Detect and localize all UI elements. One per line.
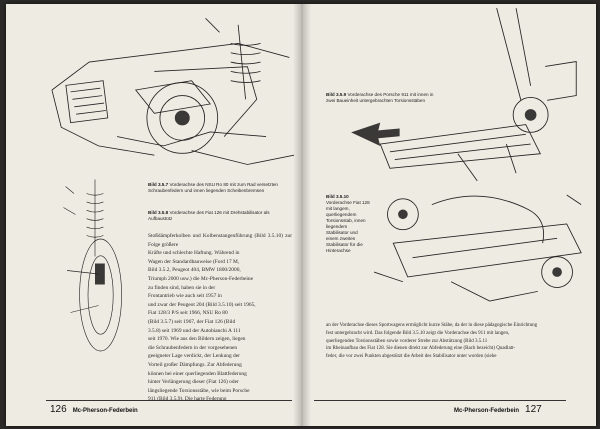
text-line: Fiat 128/3 P/S seit 1966, NSU Ro 80 [148, 310, 228, 317]
text-line: 3.5.8) seit 1969 und der Autobianchi A 1… [148, 327, 241, 334]
figure-caption-3-5-9: Bild 3.5.9 Vorderachse des Porsche 911 m… [326, 92, 436, 104]
caption-label: Bild 3.5.7 [148, 182, 169, 187]
nsu-ro80-front-axle-illustration [51, 18, 294, 165]
figure-caption-3-5-7: Bild 3.5.7 Vorderachse des NSU Ro 80 mit… [148, 182, 288, 194]
right-folio: Mc-Pherson-Federbein 127 [454, 404, 542, 415]
caption-text: Vorderachse des NSU Ro 80 mit zum Rad ve… [148, 182, 278, 193]
left-folio: 126 Mc-Pherson-Federbein [50, 404, 138, 415]
book-gutter [293, 4, 311, 426]
running-title: Mc-Pherson-Federbein [454, 408, 520, 414]
text-line: Bild 3.5.2, Peugeot 404, BMW 1800/2000, [148, 267, 241, 274]
text-line: im Rheinaufbau des Fiat 128. Sie dienen … [326, 346, 516, 352]
caption-text: Vorderachse des Porsche 911 mit innen in… [326, 92, 434, 103]
fiat-126-front-axle-illustration [63, 179, 122, 352]
caption-text: Vorderachse Fiat 128 mit langem, querlie… [326, 200, 370, 253]
text-line: geeigneter Lage verdickt, der Lenkung de… [148, 353, 240, 360]
text-line: querliegenden Torsionsstäben sowie vorde… [326, 338, 488, 344]
text-line: längsliegende Torsionsstäbe, wie beim Po… [148, 387, 250, 394]
text-line: Frontantrieb wie auch seit 1957 in [148, 293, 222, 300]
text-line: seit 1970. Wie aus den Bildern zeigen, l… [148, 336, 246, 343]
text-line: Triumph 2000 usw.) die Mc-Pherson-Federb… [148, 275, 254, 282]
running-title: Mc-Pherson-Federbein [72, 408, 138, 414]
caption-text: Vorderachse des Fiat 126 mit Drehstabili… [148, 210, 270, 221]
caption-label: Bild 3.5.8 [148, 210, 169, 215]
page-number: 126 [50, 404, 67, 415]
text-line: können bei einer querliegenden Blattfede… [148, 370, 247, 377]
figure-caption-3-5-10: Bild 3.5.10 Vorderachse Fiat 128 mit lan… [326, 194, 370, 254]
text-line: zu finden sind, haben sie in der [148, 284, 216, 291]
text-line: feder, die vor zwei Punkten abgestützt d… [326, 354, 497, 360]
caption-label: Bild 3.5.9 [326, 92, 347, 97]
footer-rule [46, 400, 292, 401]
text-line: Wagen der Standardbauweise (Ford 17 M, [148, 258, 240, 265]
footer-rule [314, 400, 566, 401]
page-number: 127 [525, 404, 542, 415]
caption-label: Bild 3.5.10 [326, 194, 349, 199]
left-body-text: Stoßdämpferkolben und Kolbenstangenführu… [148, 232, 292, 404]
text-line: hinter Verlängerung dieser (Fiat 126) od… [148, 379, 239, 386]
right-body-text: an der Vorderachse dieses Sportwagens er… [326, 322, 588, 361]
porsche-911-front-axle-illustration [351, 8, 577, 182]
text-line: 911 (Bild 3.5.9). Die harte Federung [148, 395, 292, 404]
fiat-128-front-axle-illustration [374, 194, 582, 302]
text-line: Stoßdämpferkolben und Kolbenstangenführu… [148, 233, 292, 248]
book-spread: Bild 3.5.7 Vorderachse des NSU Ro 80 mit… [6, 4, 596, 426]
text-line: (Bild 3.5.7) seit 1967, der Fiat 126 (Bi… [148, 318, 236, 325]
text-line: Vorteil großer Dämpfungs. Zur Abfederung [148, 361, 242, 368]
text-line: die Schraubenfedern in der vorgesehenen [148, 344, 238, 351]
figure-caption-3-5-8: Bild 3.5.8 Vorderachse des Fiat 126 mit … [148, 210, 288, 222]
text-line: und zwar der Peugeot 204 (Bild 3.5.10) s… [148, 301, 256, 308]
text-line: fest untergebracht wird. Das folgende Bi… [326, 330, 510, 336]
text-line: Kräfte und schlechte Haftung. Während in [148, 250, 240, 257]
text-line: an der Vorderachse dieses Sportwagens er… [326, 323, 538, 328]
right-page: Bild 3.5.9 Vorderachse des Porsche 911 m… [304, 4, 596, 426]
left-page: Bild 3.5.7 Vorderachse des NSU Ro 80 mit… [6, 4, 300, 426]
